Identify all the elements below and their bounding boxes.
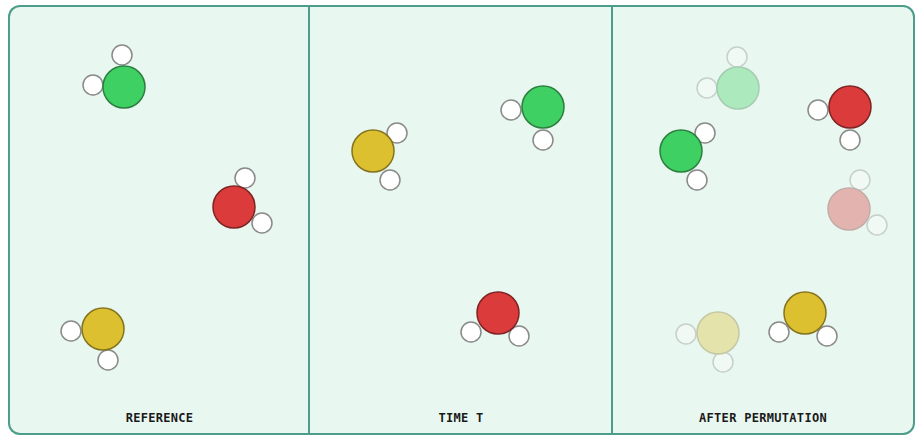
water-molecule bbox=[213, 168, 272, 233]
panel-ground bbox=[8, 5, 915, 435]
water-molecule bbox=[352, 123, 407, 190]
ghost-molecule bbox=[697, 47, 759, 109]
panel-box: TIME T bbox=[308, 5, 612, 435]
ghost-molecule bbox=[676, 312, 739, 372]
water-molecule bbox=[501, 86, 564, 150]
water-molecule bbox=[769, 292, 837, 346]
water-molecule bbox=[808, 86, 871, 150]
water-molecule bbox=[61, 308, 124, 370]
water-molecule bbox=[83, 45, 145, 108]
panel-label: TIME T bbox=[310, 411, 612, 425]
panel-label: AFTER PERMUTATION bbox=[613, 411, 913, 425]
panel-label: REFERENCE bbox=[10, 411, 309, 425]
water-molecule bbox=[660, 123, 715, 190]
water-molecule bbox=[461, 292, 529, 346]
ghost-molecule bbox=[828, 170, 887, 235]
panel-box: REFERENCE bbox=[8, 5, 309, 435]
panel-box: AFTER PERMUTATION bbox=[611, 5, 915, 435]
